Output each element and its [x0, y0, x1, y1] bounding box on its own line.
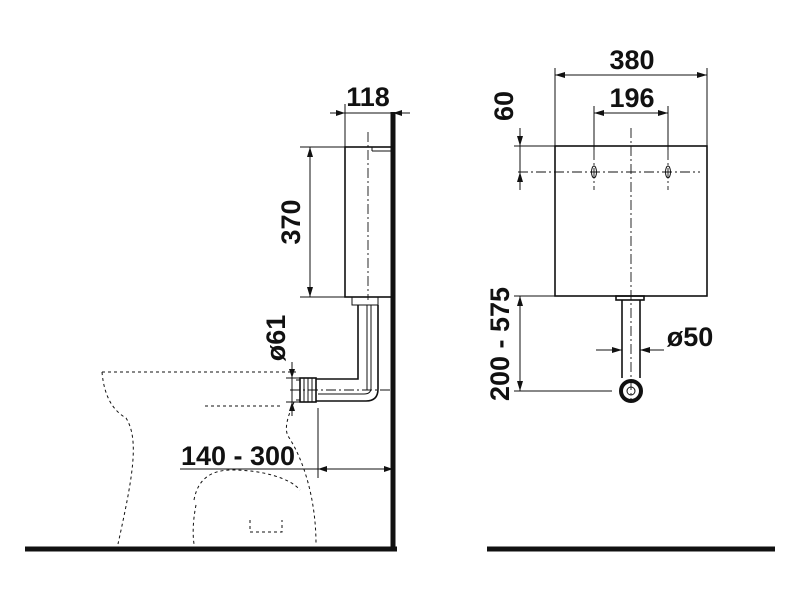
dim-front-diameter: [596, 347, 664, 353]
front-view: 380 196 60 200 - 575: [485, 45, 775, 552]
side-view: 118 370 ø61 140 - 300: [25, 82, 410, 552]
dim-front-hole-spacing: [593, 106, 669, 150]
front-mounting-holes: [591, 150, 671, 190]
dim-side-height: [300, 146, 345, 298]
side-toilet-bowl: [101, 371, 317, 545]
dim-side-diameter: [286, 362, 300, 416]
dim-side-diameter-label: ø61: [261, 315, 291, 362]
dim-side-offset: [180, 408, 393, 478]
front-flush-pipe: [615, 295, 645, 403]
side-pipe-connector: [296, 377, 317, 403]
dim-front-diameter-label: ø50: [667, 322, 714, 352]
dim-side-depth: [330, 104, 410, 147]
dim-front-hole-spacing-label: 196: [609, 83, 654, 113]
dim-side-offset-label: 140 - 300: [181, 441, 295, 471]
side-cistern-body: [344, 146, 394, 298]
dim-side-depth-label: 118: [346, 82, 390, 112]
dim-side-height-label: 370: [276, 199, 306, 244]
dim-front-width: [554, 68, 708, 146]
dim-front-top-offset: [514, 128, 555, 190]
dim-front-top-offset-label: 60: [489, 91, 519, 121]
side-flush-pipe: [290, 296, 392, 402]
dim-front-width-label: 380: [609, 45, 654, 75]
dim-front-height: [514, 295, 612, 392]
dim-front-height-label: 200 - 575: [485, 287, 515, 401]
